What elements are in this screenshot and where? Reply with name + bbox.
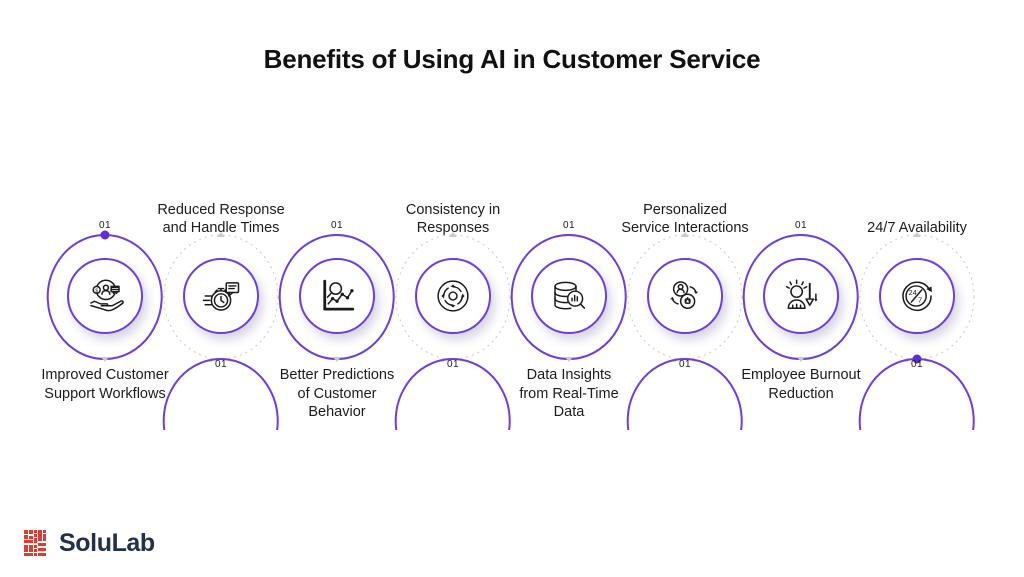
benefit-icon-circle[interactable]	[299, 258, 375, 334]
stressed-person-down-arrow-icon	[785, 279, 818, 309]
svg-text:$: $	[95, 289, 98, 295]
svg-text:24: 24	[908, 288, 916, 297]
benefit-node-6[interactable]: 01 Personalized Service Interactions	[621, 180, 748, 430]
solulab-logo[interactable]: SoluLab	[24, 530, 155, 556]
benefit-node-2[interactable]: 01 Reduced Response and Handle Times	[157, 180, 284, 430]
benefit-caption: Consistency in Responses	[405, 201, 501, 237]
benefit-icon-circle[interactable]: 24 7	[879, 258, 955, 334]
step-number: 01	[795, 220, 807, 231]
benefit-icon-circle[interactable]	[763, 258, 839, 334]
benefit-node-8[interactable]: 01 24 7 24/7 Availability	[857, 180, 977, 430]
step-number: 01	[563, 220, 575, 231]
benefit-node-4[interactable]: 01 Consistency in Responses	[393, 180, 513, 430]
benefit-caption: Data Insights from Real-Time Data	[519, 367, 619, 421]
benefit-caption: 24/7 Availability	[867, 220, 967, 237]
step-number: 01	[911, 359, 923, 370]
step-number: 01	[215, 359, 227, 370]
hand-holding-customer-icon: $	[90, 279, 124, 312]
step-number: 01	[447, 359, 459, 370]
step-number: 01	[679, 359, 691, 370]
chart-magnifier-icon	[323, 279, 355, 311]
logo-wordmark: SoluLab	[59, 528, 155, 557]
circular-sync-arrows-icon	[437, 280, 469, 312]
benefit-caption: Reduced Response and Handle Times	[157, 201, 285, 237]
solulab-pixel-mark-icon	[24, 530, 46, 556]
benefit-icon-circle[interactable]	[415, 258, 491, 334]
benefit-node-7[interactable]: 01 Employee Burnout Reduction	[741, 180, 861, 430]
svg-text:7: 7	[918, 296, 922, 305]
benefits-flow-diagram: 01 $ Improved Customer Support Workflows…	[0, 180, 1024, 430]
benefit-node-3[interactable]: 01 Better Predictions of Customer Behavi…	[277, 180, 397, 430]
benefit-caption: Personalized Service Interactions	[621, 201, 749, 237]
benefit-caption: Improved Customer Support Workflows	[41, 367, 169, 402]
benefit-icon-circle[interactable]	[183, 258, 259, 334]
benefit-caption: Better Predictions of Customer Behavior	[279, 367, 395, 421]
benefit-icon-circle[interactable]: $	[67, 258, 143, 334]
page-title: Benefits of Using AI in Customer Service	[263, 44, 761, 74]
step-number: 01	[99, 220, 111, 231]
people-cycle-icon	[670, 281, 699, 309]
stopwatch-chat-icon	[202, 282, 240, 311]
step-number: 01	[331, 220, 343, 231]
benefit-caption: Employee Burnout Reduction	[741, 367, 861, 402]
twenty-four-seven-icon: 24 7	[902, 281, 932, 311]
database-analytics-icon	[554, 281, 586, 310]
benefit-node-5[interactable]: 01 Data Insights from Real-Time Data	[509, 180, 629, 430]
benefit-icon-circle[interactable]	[647, 258, 723, 334]
benefit-icon-circle[interactable]	[531, 258, 607, 334]
benefit-node-1[interactable]: 01 $ Improved Customer Support Workflows	[41, 180, 168, 430]
